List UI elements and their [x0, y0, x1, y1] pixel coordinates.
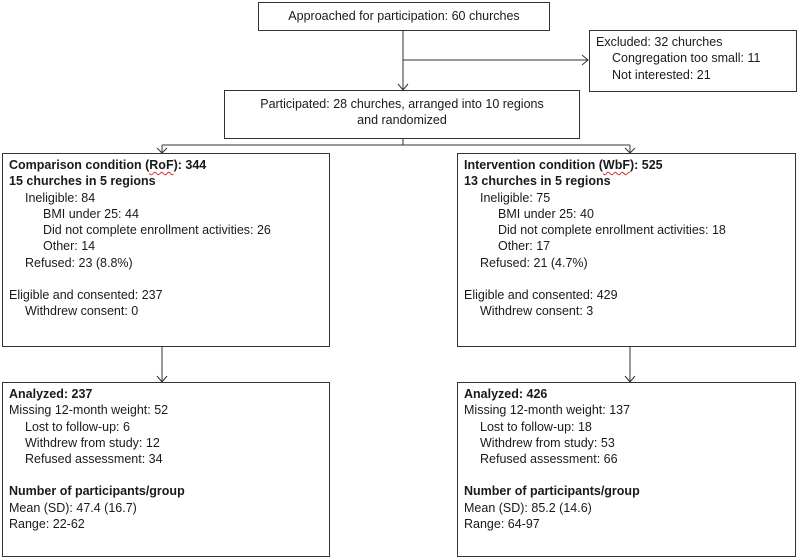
- spacer: [464, 467, 789, 483]
- comparison-ineligible-item: BMI under 25: 44: [43, 206, 139, 221]
- intervention-title: Intervention condition (WbF): 525: [464, 157, 789, 173]
- intervention-eligible: Eligible and consented: 429: [464, 288, 618, 303]
- comparison-mean: Mean (SD): 47.4 (16.7): [9, 500, 137, 515]
- comparison-refused: Refused: 23 (8.8%): [25, 255, 133, 270]
- spacer: [9, 467, 323, 483]
- intervention-title-pre: Intervention condition (: [464, 158, 603, 172]
- excluded-box: Excluded: 32 churches Congregation too s…: [589, 30, 797, 92]
- comparison-group-title: Number of participants/group: [9, 484, 185, 499]
- intervention-analyzed-title: Analyzed: 426: [464, 387, 548, 401]
- comparison-eligible: Eligible and consented: 237: [9, 288, 163, 303]
- comparison-analyzed-title: Analyzed: 237: [9, 387, 93, 401]
- intervention-missing: Missing 12-month weight: 137: [464, 403, 631, 418]
- comparison-title-post: ): 344: [173, 158, 207, 172]
- intervention-condition-box: Intervention condition (WbF): 525 13 chu…: [457, 153, 796, 347]
- spacer: [464, 271, 789, 287]
- excluded-title: Excluded: 32 churches: [596, 35, 723, 49]
- intervention-subtitle: 13 churches in 5 regions: [464, 174, 611, 189]
- intervention-analyzed-box: Analyzed: 426 Missing 12-month weight: 1…: [457, 382, 796, 557]
- participated-line2: and randomized: [357, 113, 447, 128]
- comparison-ineligible-item: Other: 14: [43, 239, 96, 254]
- intervention-missing-item: Lost to follow-up: 18: [480, 419, 592, 434]
- comparison-missing-item: Lost to follow-up: 6: [25, 419, 130, 434]
- intervention-missing-item: Refused assessment: 66: [480, 452, 618, 467]
- comparison-title-abbr: RoF: [149, 158, 174, 172]
- intervention-refused: Refused: 21 (4.7%): [480, 255, 588, 270]
- intervention-missing-item: Withdrew from study: 53: [480, 435, 615, 450]
- excluded-item: Congregation too small: 11: [612, 51, 761, 66]
- comparison-missing-item: Withdrew from study: 12: [25, 435, 160, 450]
- excluded-item: Not interested: 21: [612, 67, 711, 82]
- intervention-ineligible-item: Did not complete enrollment activities: …: [498, 223, 726, 238]
- comparison-withdrew: Withdrew consent: 0: [25, 304, 139, 319]
- participated-line1: Participated: 28 churches, arranged into…: [260, 97, 544, 111]
- intervention-title-abbr: WbF: [602, 158, 630, 172]
- participated-box: Participated: 28 churches, arranged into…: [224, 90, 580, 139]
- comparison-subtitle: 15 churches in 5 regions: [9, 174, 156, 189]
- approached-text: Approached for participation: 60 churche…: [288, 9, 520, 23]
- spacer: [9, 271, 323, 287]
- intervention-ineligible-item: BMI under 25: 40: [498, 206, 594, 221]
- intervention-title-post: ): 525: [629, 158, 663, 172]
- comparison-ineligible-item: Did not complete enrollment activities: …: [43, 223, 271, 238]
- comparison-ineligible: Ineligible: 84: [25, 190, 96, 205]
- comparison-missing-item: Refused assessment: 34: [25, 452, 163, 467]
- comparison-title: Comparison condition (RoF): 344: [9, 157, 323, 173]
- intervention-ineligible: Ineligible: 75: [480, 190, 551, 205]
- intervention-ineligible-item: Other: 17: [498, 239, 551, 254]
- comparison-range: Range: 22-62: [9, 517, 85, 532]
- intervention-withdrew: Withdrew consent: 3: [480, 304, 594, 319]
- intervention-range: Range: 64-97: [464, 517, 540, 532]
- arrowhead-excluded: [581, 54, 589, 66]
- comparison-missing: Missing 12-month weight: 52: [9, 403, 169, 418]
- intervention-group-title: Number of participants/group: [464, 484, 640, 499]
- comparison-title-pre: Comparison condition (: [9, 158, 150, 172]
- comparison-analyzed-box: Analyzed: 237 Missing 12-month weight: 5…: [2, 382, 330, 557]
- intervention-mean: Mean (SD): 85.2 (14.6): [464, 500, 592, 515]
- approached-box: Approached for participation: 60 churche…: [258, 2, 550, 31]
- comparison-condition-box: Comparison condition (RoF): 344 15 churc…: [2, 153, 330, 347]
